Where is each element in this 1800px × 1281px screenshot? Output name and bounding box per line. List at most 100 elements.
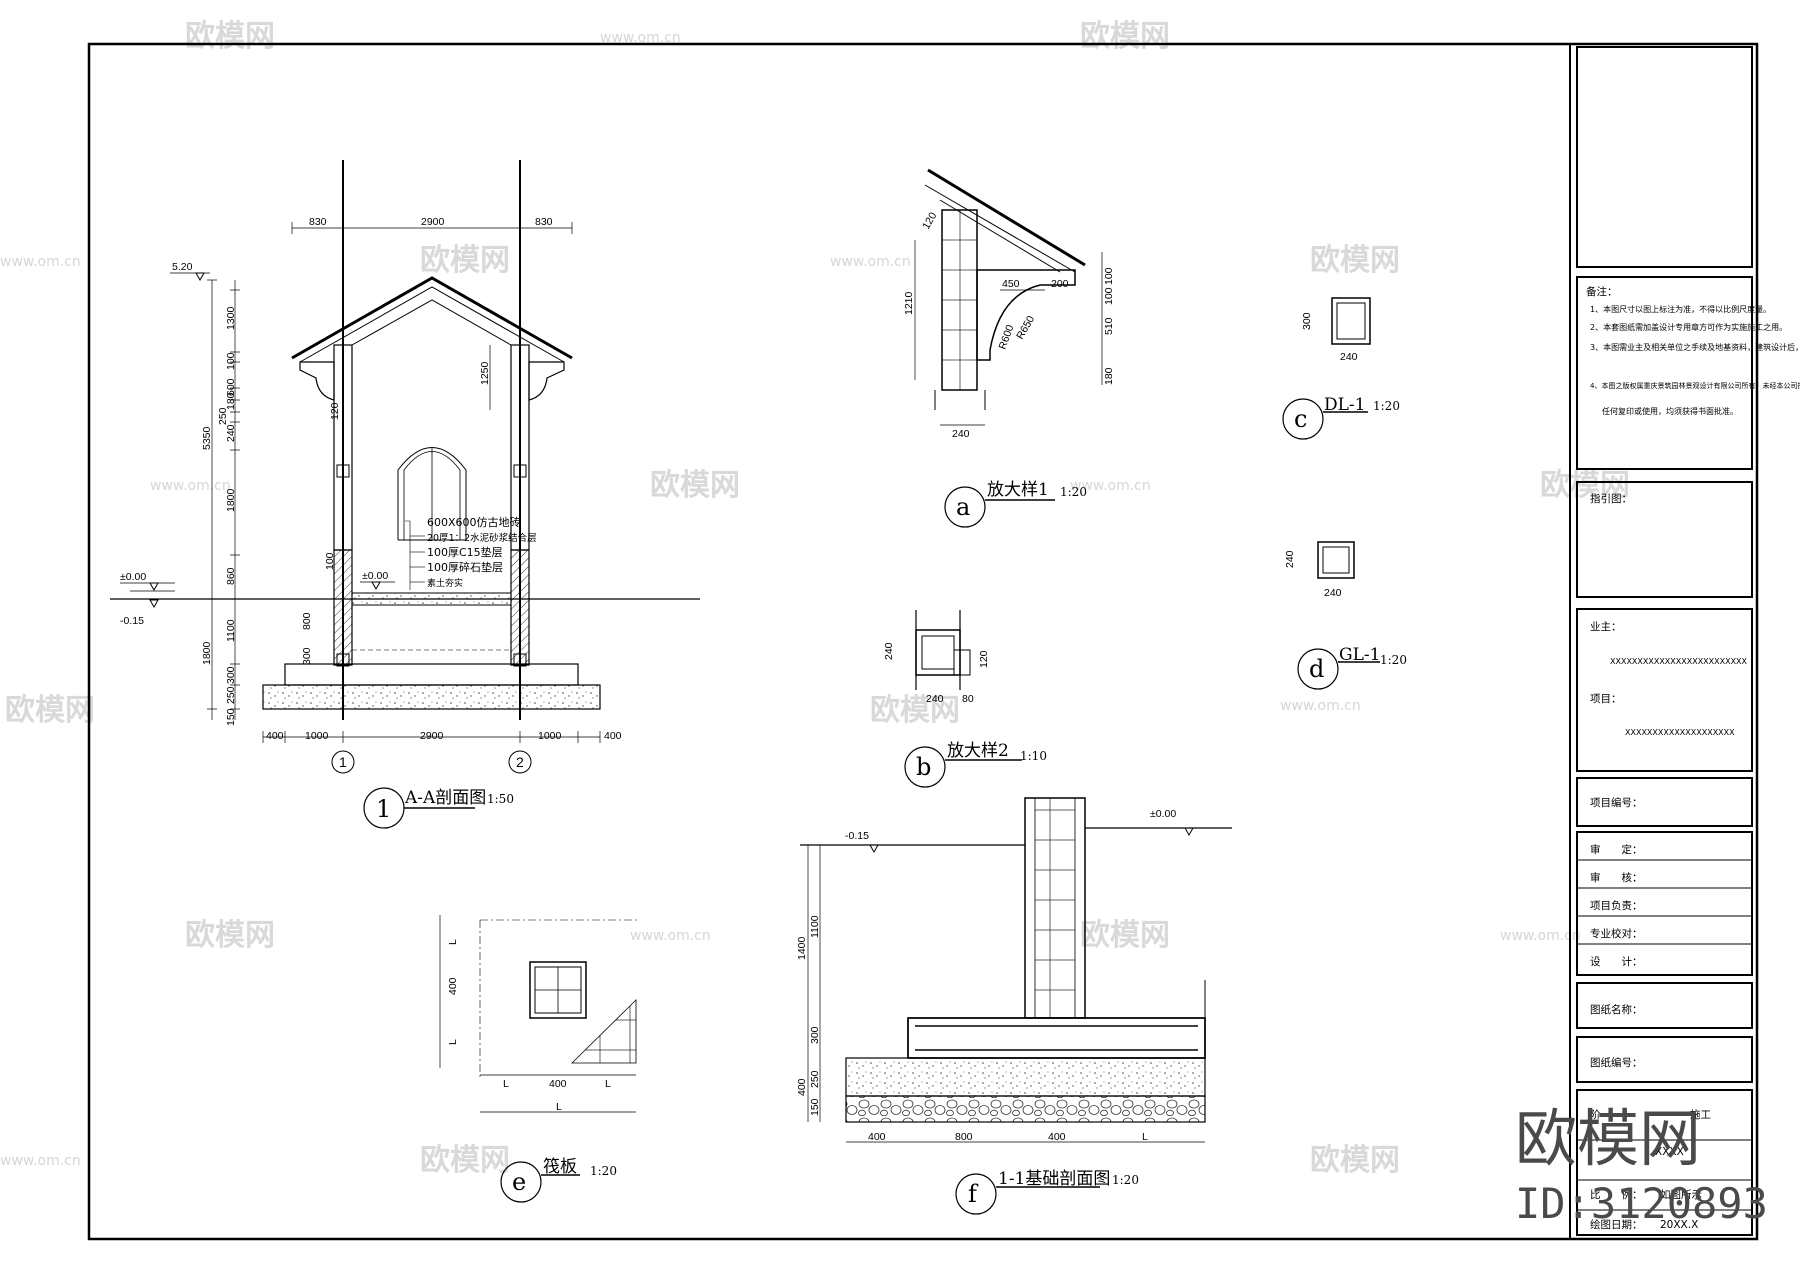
dim-left: 1100	[809, 915, 821, 938]
lead-label: 项目负责：	[1590, 899, 1643, 912]
project-no-label: 项目编号：	[1590, 796, 1643, 809]
dim-bottom: 400	[266, 730, 284, 742]
dim-detail: R600	[997, 323, 1017, 351]
drawing-title: 筏板	[543, 1157, 577, 1177]
title-block	[1576, 46, 1753, 1236]
watermark-logo-text: 欧模网	[1540, 468, 1630, 503]
drawing-name-label: 图纸名称：	[1590, 1003, 1643, 1016]
dim-inner: 120	[329, 402, 341, 420]
watermark-site-text: www.om.cn	[0, 254, 81, 270]
check-label: 专业校对：	[1590, 927, 1643, 940]
watermark-logo-text: 欧模网	[870, 693, 960, 728]
watermark-site-text: www.om.cn	[630, 928, 711, 944]
drawing-scale: 1:10	[1020, 749, 1047, 763]
watermark-site-text: www.om.cn	[1070, 478, 1151, 494]
dim-left: 300	[809, 1026, 821, 1044]
watermark-logo-text: 欧模网	[1080, 19, 1170, 54]
dim-left: 180	[225, 392, 237, 410]
floor-note: 素土夯实	[427, 577, 463, 589]
elevation-ground: -0.15	[845, 830, 869, 842]
drawing-number: c	[1294, 405, 1307, 433]
dim-bottom: 800	[955, 1131, 973, 1143]
dim-bottom: 400	[868, 1131, 886, 1143]
watermark-logo-text: 欧模网	[185, 918, 275, 953]
dim-left: 250	[225, 686, 237, 704]
drawing-number: a	[956, 493, 970, 521]
dim-detail: 510	[1103, 317, 1115, 335]
drawing-title: DL-1	[1324, 395, 1365, 415]
watermark-site-text: www.om.cn	[1280, 698, 1361, 714]
dim-detail: 300	[1301, 312, 1313, 330]
dim-detail: 120	[920, 210, 939, 231]
dim-inner: 1250	[479, 361, 491, 385]
note-item: 4、本图之版权属重庆景筑园林景观设计有限公司所有，未经本公司授权不得转让第三方或…	[1590, 381, 1800, 390]
sheet-border	[87, 42, 1759, 1241]
detail-d: 240 240 d GL-1 1:20	[1284, 541, 1407, 690]
dim-detail: 200	[1051, 278, 1069, 290]
dim-left: 150	[225, 708, 237, 726]
watermark-site-text: www.om.cn	[830, 254, 911, 270]
detail-b: 240 240 80 120 b 放大样2 1:10	[883, 610, 1047, 788]
dim-left: 1100	[225, 619, 237, 642]
notes-title: 备注：	[1586, 285, 1618, 298]
floor-note: 100厚C15垫层	[427, 545, 503, 559]
dim-detail: 240	[926, 693, 944, 705]
approve-label: 审 定：	[1590, 843, 1643, 856]
dim-bottom: 2900	[420, 730, 444, 742]
dim-detail: 1210	[903, 291, 915, 315]
watermark-site-text: www.om.cn	[600, 30, 681, 46]
dim-detail: 400	[447, 977, 459, 995]
drawing-scale: 1:20	[1373, 399, 1400, 413]
dim-left: 300	[225, 666, 237, 684]
dim-detail: R650	[1014, 314, 1037, 342]
dim-left: 1800	[225, 488, 237, 512]
watermark-site-text: www.om.cn	[150, 478, 231, 494]
dim-detail: L	[556, 1101, 562, 1113]
dim-left: 150	[809, 1098, 821, 1116]
date-label: 绘图日期：	[1590, 1218, 1643, 1231]
drawing-number: d	[1309, 655, 1324, 683]
dim-detail: 240	[1284, 550, 1296, 568]
dim-detail: 100	[1103, 267, 1115, 285]
floor-note: 600X600仿古地砖	[427, 515, 521, 529]
dim-left: 240	[225, 424, 237, 442]
drawing-scale: 1:20	[1112, 1173, 1139, 1187]
dim-inner: 300	[301, 647, 313, 665]
owner-label: 业主：	[1590, 621, 1622, 633]
dim-bottom: 1000	[305, 730, 329, 742]
drawing-scale: 1:20	[1060, 485, 1087, 499]
scale-label: 比 例：	[1590, 1188, 1643, 1201]
dim-left-total: 1800	[201, 641, 213, 665]
axis-bubble: 1	[339, 754, 347, 770]
dim-top: 830	[309, 216, 327, 228]
detail-a: 120 1210 450 200 100 100 510 180 240 R65…	[903, 168, 1115, 528]
detail-f: -0.15 ±0.00 1400 1100 300 400 250 150 40…	[796, 797, 1232, 1215]
dim-detail: 100	[1103, 287, 1115, 305]
project-value: XXXXXXXXXXXXXXXXXXXX	[1625, 728, 1735, 737]
dim-left: 250	[217, 407, 229, 425]
dim-bottom: 400	[1048, 1131, 1066, 1143]
drawing-title: 放大样1	[987, 480, 1049, 500]
drawing-number: 1	[376, 795, 391, 823]
drawing-number: b	[916, 753, 931, 781]
note-item: 2、本套图纸需加盖设计专用章方可作为实施施工之用。	[1590, 322, 1787, 332]
watermark-id: ID:3120893	[1515, 1179, 1768, 1228]
watermark-site-text: www.om.cn	[1500, 928, 1581, 944]
watermark-logo-text: 欧模网	[650, 468, 740, 503]
watermark-logo-text: 欧模网	[420, 243, 510, 278]
dim-detail: L	[605, 1078, 611, 1090]
scale-value: 如图所示	[1660, 1188, 1702, 1201]
drawing-no-label: 图纸编号：	[1590, 1056, 1643, 1069]
watermark-logo-text: 欧模网	[1080, 918, 1170, 953]
floor-note: 20厚1：2水泥砂浆结合层	[427, 532, 537, 544]
drawing-title: A-A剖面图	[404, 788, 486, 808]
elevation-top: 5.20	[172, 261, 193, 273]
drawing-title: 1-1基础剖面图	[998, 1169, 1110, 1189]
dim-inner: 100	[324, 552, 336, 570]
drawing-number: e	[512, 1168, 526, 1196]
dim-detail: 240	[883, 642, 895, 660]
drawing-number: f	[968, 1180, 979, 1208]
dim-inner: 800	[301, 612, 313, 630]
design-label: 设 计：	[1590, 955, 1643, 968]
